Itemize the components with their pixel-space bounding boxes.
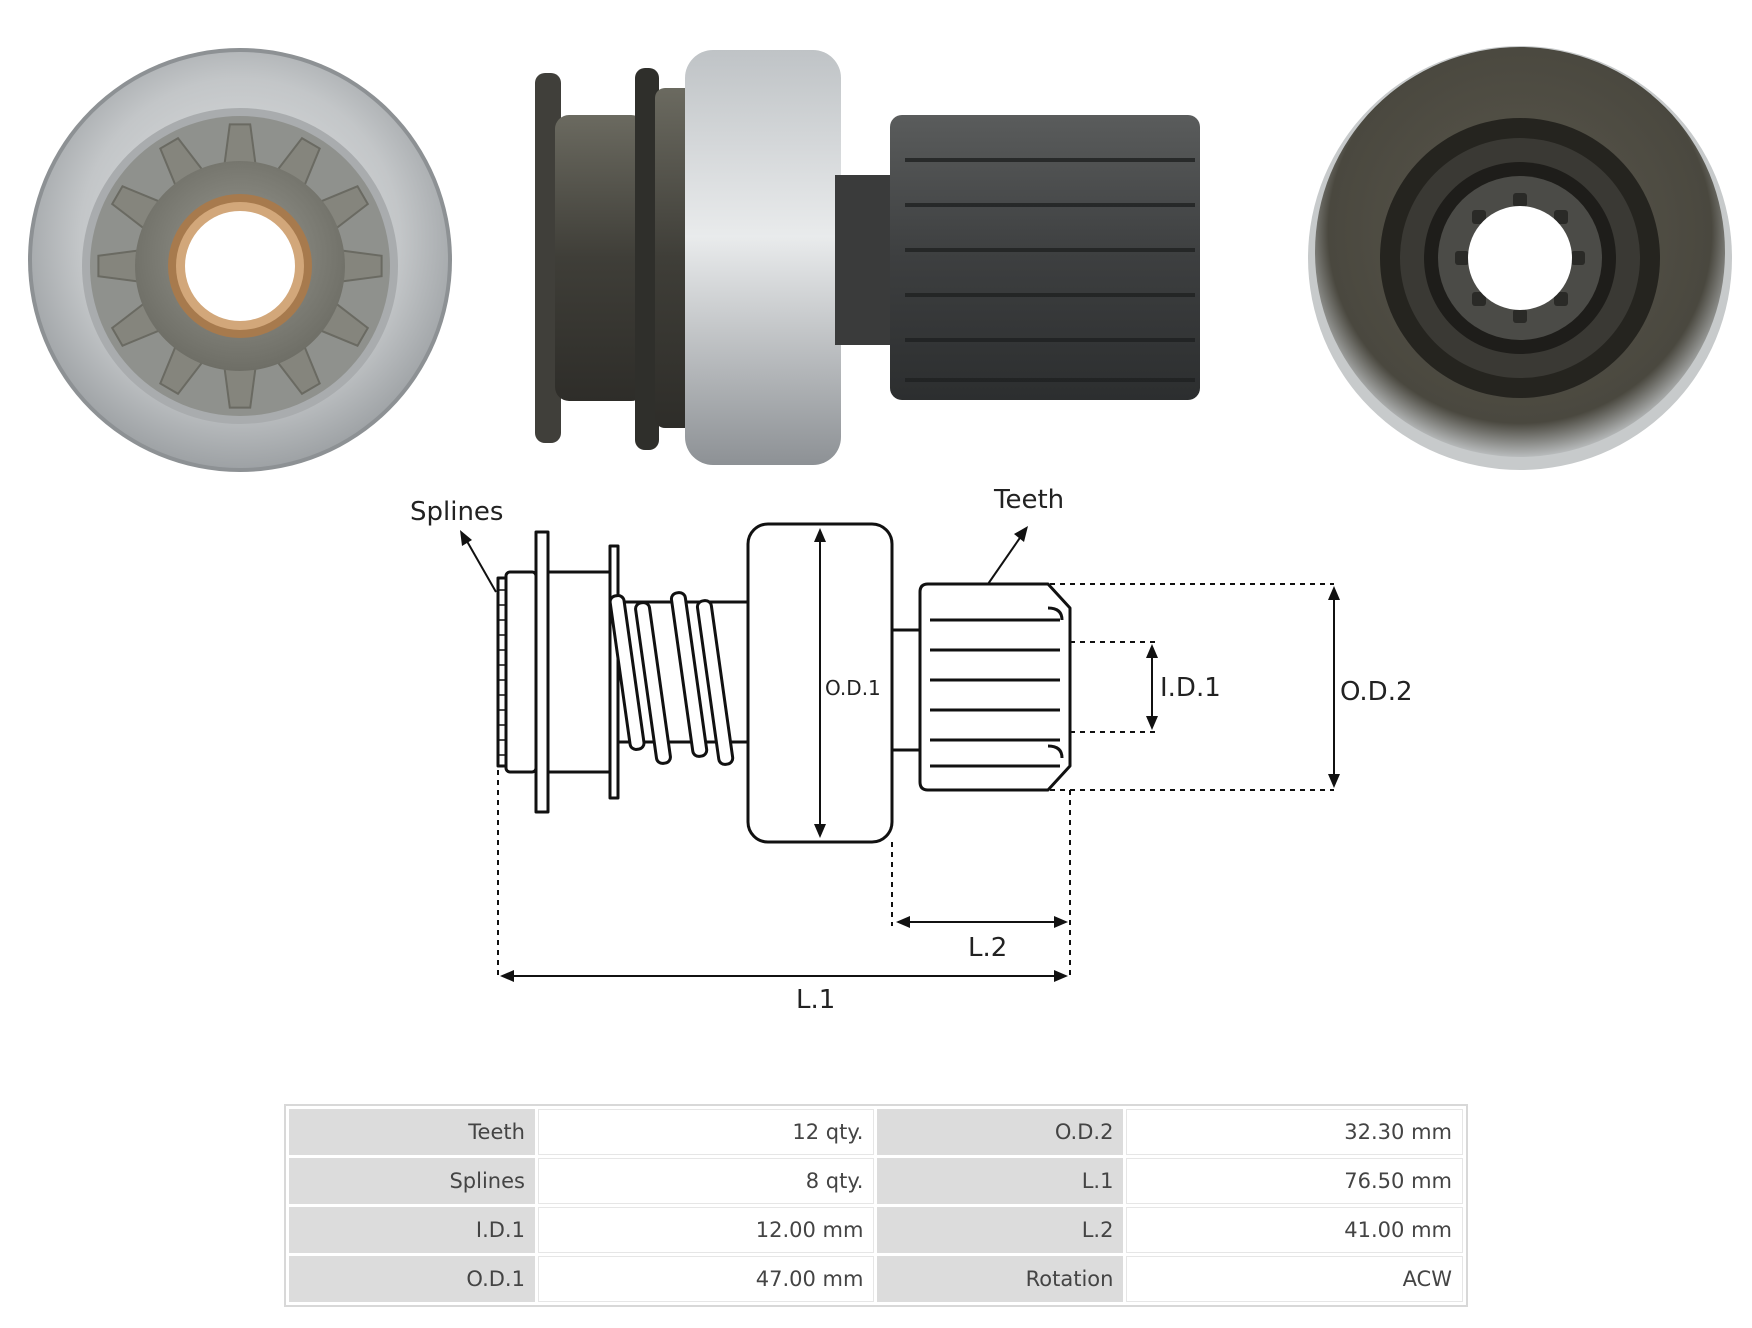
table-row: I.D.1 12.00 mm L.2 41.00 mm: [289, 1207, 1463, 1253]
spec-label: Teeth: [289, 1109, 535, 1155]
spec-value: 32.30 mm: [1126, 1109, 1463, 1155]
spec-label: L.2: [877, 1207, 1124, 1253]
spec-label: O.D.2: [877, 1109, 1124, 1155]
spline-groove: [1513, 309, 1527, 323]
spec-value: 76.50 mm: [1126, 1158, 1463, 1204]
specification-table: Teeth 12 qty. O.D.2 32.30 mm Splines 8 q…: [284, 1104, 1468, 1307]
spec-value: ACW: [1126, 1256, 1463, 1302]
gear-tooth: [97, 248, 143, 284]
spline-groove: [1554, 210, 1568, 224]
teeth-label: Teeth: [993, 485, 1064, 515]
gear-tooth: [222, 123, 258, 169]
spline-groove: [1571, 251, 1585, 265]
table-row: Splines 8 qty. L.1 76.50 mm: [289, 1158, 1463, 1204]
spline-groove: [1472, 210, 1486, 224]
spec-label: Rotation: [877, 1256, 1124, 1302]
table-row: O.D.1 47.00 mm Rotation ACW: [289, 1256, 1463, 1302]
spec-label: Splines: [289, 1158, 535, 1204]
gear-tooth: [222, 363, 258, 409]
od2-label: O.D.2: [1340, 677, 1413, 707]
splines-label: Splines: [410, 497, 503, 527]
spec-value: 12.00 mm: [537, 1207, 875, 1253]
spline-groove: [1513, 193, 1527, 207]
spline-groove: [1472, 292, 1486, 306]
splines-back: [1455, 193, 1585, 323]
spec-label: L.1: [877, 1158, 1124, 1204]
spec-value: 47.00 mm: [537, 1256, 875, 1302]
spec-value: 41.00 mm: [1126, 1207, 1463, 1253]
id1-label: I.D.1: [1160, 673, 1221, 703]
spline-groove: [1554, 292, 1568, 306]
table-row: Teeth 12 qty. O.D.2 32.30 mm: [289, 1109, 1463, 1155]
spec-value: 8 qty.: [537, 1158, 875, 1204]
technical-drawing: Splines Teeth O.D.1 I.D.1 O.D.2 L.2 L.1: [410, 485, 1413, 1015]
od1-label: O.D.1: [825, 676, 881, 700]
l2-label: L.2: [968, 933, 1007, 963]
starter-drive-back-view-photo: [1308, 46, 1732, 470]
gear-tooth: [337, 248, 383, 284]
spec-label: I.D.1: [289, 1207, 535, 1253]
starter-drive-side-view-photo: [535, 50, 1200, 465]
starter-drive-front-view-photo: [28, 48, 452, 472]
spline-groove: [1455, 251, 1469, 265]
spec-label: O.D.1: [289, 1256, 535, 1302]
spec-value: 12 qty.: [537, 1109, 875, 1155]
l1-label: L.1: [796, 985, 835, 1015]
